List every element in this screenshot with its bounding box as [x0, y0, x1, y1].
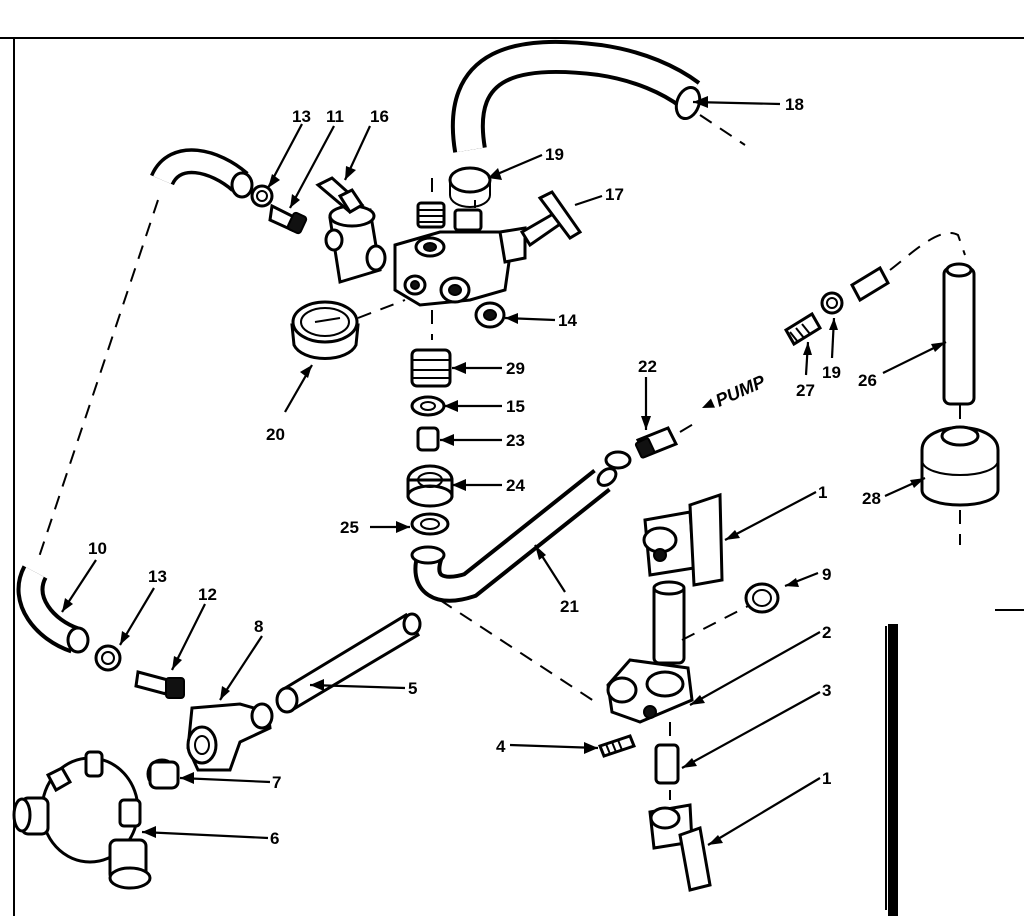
callout-26: 26 [858, 371, 877, 390]
part-6-pump-housing [12, 750, 152, 890]
callout-24: 24 [506, 476, 525, 495]
callout-21: 21 [560, 597, 579, 616]
part-8-tee [186, 702, 274, 772]
pump-direction-label: PUMP [702, 371, 770, 411]
part-3-pin [654, 743, 680, 785]
callout-18: 18 [785, 95, 804, 114]
part-20-gauge [290, 300, 360, 361]
part-11-fitting [268, 203, 308, 235]
callout-14: 14 [558, 311, 577, 330]
callout-7: 7 [272, 773, 281, 792]
part-nut-right [850, 265, 890, 303]
part-15-washer [410, 395, 446, 417]
callout-11: 11 [326, 107, 344, 126]
part-1-bracket-top [642, 492, 724, 587]
callout-6: 6 [270, 829, 279, 848]
callout-1-bottom: 1 [822, 769, 831, 788]
callout-19-right: 19 [822, 363, 841, 382]
part-5-pipe [275, 612, 422, 714]
part-7-nipple [146, 758, 180, 790]
part-28-cap [920, 425, 1000, 507]
callout-9: 9 [822, 565, 831, 584]
part-left-top-hose [150, 148, 254, 199]
callout-15: 15 [506, 397, 525, 416]
part-22-fitting [604, 426, 679, 470]
part-pin-sleeve [652, 580, 686, 665]
callout-25: 25 [340, 518, 359, 537]
part-19-ring [448, 166, 492, 208]
part-2-block [606, 658, 694, 724]
callout-13-lower: 13 [148, 567, 167, 586]
callout-23: 23 [506, 431, 525, 450]
callout-12: 12 [198, 585, 217, 604]
callout-29: 29 [506, 359, 525, 378]
part-12-fitting [134, 670, 185, 699]
frame-lines [0, 37, 1024, 916]
part-24-nut [406, 464, 454, 508]
valve-body [393, 190, 583, 307]
callout-28: 28 [862, 489, 881, 508]
part-13-ring-top [250, 184, 274, 208]
part-18-upper-hose [450, 39, 702, 153]
part-16-valve [315, 176, 387, 284]
part-4-spring [598, 734, 636, 758]
callout-2: 2 [822, 623, 831, 642]
part-13-ring-lower [94, 644, 122, 672]
part-19-ring-right [820, 291, 844, 315]
callout-10: 10 [88, 539, 107, 558]
callout-3: 3 [822, 681, 831, 700]
callout-5: 5 [408, 679, 417, 698]
part-23-bushing [416, 426, 440, 452]
callout-17: 17 [605, 185, 624, 204]
part-27-fitting [783, 311, 823, 347]
part-1-bracket-bottom [648, 803, 712, 892]
callout-4: 4 [496, 737, 506, 756]
callout-22: 22 [638, 357, 657, 376]
part-14-nut [474, 301, 506, 329]
part-29-spring [410, 348, 452, 388]
callout-13-top: 13 [292, 107, 311, 126]
callout-1-top: 1 [818, 483, 827, 502]
part-9-plug [744, 582, 780, 614]
part-25-ring [410, 512, 450, 536]
part-21-tube [410, 467, 618, 603]
callout-16: 16 [370, 107, 389, 126]
callout-27: 27 [796, 381, 815, 400]
part-26-tube [942, 262, 976, 406]
pump-label: PUMP [713, 371, 770, 411]
callout-8: 8 [254, 617, 263, 636]
part-10-hose [16, 565, 90, 654]
leader-lines [61, 96, 947, 846]
callout-20: 20 [266, 425, 285, 444]
callout-19-top: 19 [545, 145, 564, 164]
